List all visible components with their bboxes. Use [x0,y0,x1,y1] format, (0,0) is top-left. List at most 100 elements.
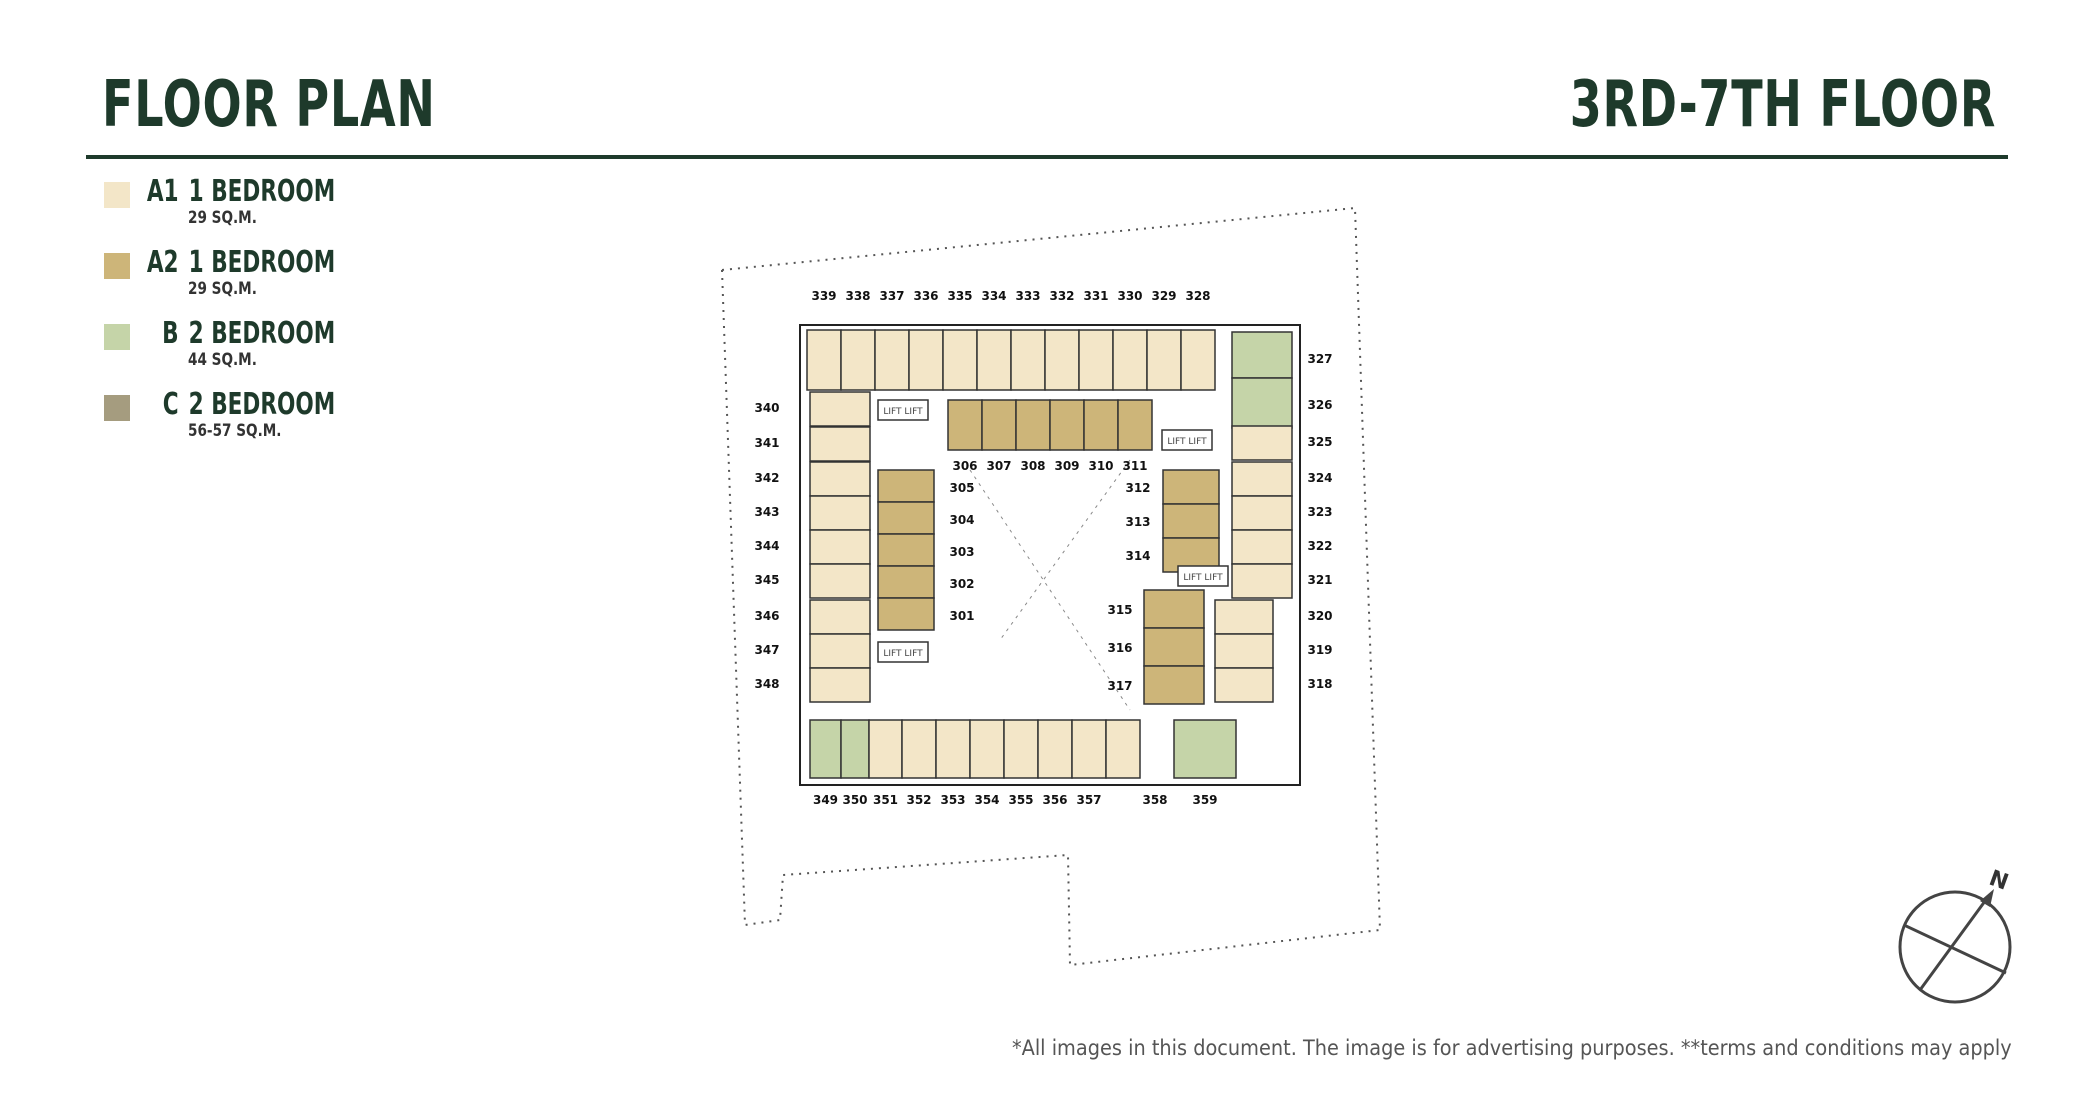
unit-310 [1083,399,1119,451]
unit-number-311: 311 [1122,459,1147,473]
unit-346 [809,599,871,635]
unit-number-348: 348 [754,677,779,691]
unit-number-323: 323 [1307,505,1332,519]
unit-359 [1173,719,1237,779]
unit-312 [1162,469,1220,505]
unit-number-357: 357 [1076,793,1101,807]
page-title: FLOOR PLAN [102,68,436,142]
unit-328 [1180,329,1216,391]
disclaimer-text: *All images in this document. The image … [1012,1036,2012,1060]
legend-area: 56-57 SQ.M. [188,421,282,441]
legend-label: 2 BEDROOM [188,387,336,422]
unit-332 [1044,329,1080,391]
unit-number-319: 319 [1307,643,1332,657]
unit-330 [1112,329,1148,391]
legend-code: B [162,316,179,351]
unit-number-340: 340 [754,401,779,415]
unit-number-310: 310 [1088,459,1113,473]
unit-number-355: 355 [1008,793,1033,807]
unit-number-307: 307 [986,459,1011,473]
unit-318 [1214,667,1274,703]
floor-range-title: 3RD-7TH FLOOR [1569,68,1996,142]
unit-331 [1078,329,1114,391]
unit-number-320: 320 [1307,609,1332,623]
unit-329 [1146,329,1182,391]
unit-336 [908,329,944,391]
unit-number-302: 302 [949,577,974,591]
unit-number-359: 359 [1192,793,1217,807]
unit-number-334: 334 [981,289,1006,303]
unit-322 [1231,529,1293,565]
unit-number-317: 317 [1107,679,1132,693]
unit-345 [809,563,871,599]
unit-number-322: 322 [1307,539,1332,553]
unit-number-349: 349 [813,793,838,807]
unit-323 [1231,495,1293,531]
unit-number-356: 356 [1042,793,1067,807]
unit-number-325: 325 [1307,435,1332,449]
unit-number-335: 335 [947,289,972,303]
unit-number-341: 341 [754,436,779,450]
unit-347 [809,633,871,669]
lift-label: LIFT LIFT [883,407,923,417]
legend-swatch-a1 [104,182,130,208]
legend-swatch-b [104,324,130,350]
unit-325 [1231,425,1293,461]
unit-number-305: 305 [949,481,974,495]
unit-number-316: 316 [1107,641,1132,655]
legend-swatch-a2 [104,253,130,279]
unit-343 [809,495,871,531]
unit-307 [981,399,1017,451]
unit-number-354: 354 [974,793,999,807]
north-compass-icon: N [1898,866,2012,1004]
unit-355 [1003,719,1039,779]
unit-number-347: 347 [754,643,779,657]
unit-334 [976,329,1012,391]
unit-308 [1015,399,1051,451]
unit-number-318: 318 [1307,677,1332,691]
unit-324 [1231,461,1293,497]
unit-number-326: 326 [1307,398,1332,412]
unit-number-350: 350 [842,793,867,807]
legend-area: 44 SQ.M. [188,350,257,370]
unit-number-314: 314 [1125,549,1150,563]
unit-306 [947,399,983,451]
lift-core [1177,565,1229,587]
unit-311 [1117,399,1153,451]
legend-swatch-c [104,395,130,421]
legend-label: 1 BEDROOM [188,245,336,280]
unit-number-306: 306 [952,459,977,473]
unit-number-309: 309 [1054,459,1079,473]
unit-number-313: 313 [1125,515,1150,529]
unit-number-351: 351 [873,793,898,807]
legend-area: 29 SQ.M. [188,279,257,299]
unit-356 [1037,719,1073,779]
unit-number-345: 345 [754,573,779,587]
unit-number-358: 358 [1142,793,1167,807]
unit-number-337: 337 [879,289,904,303]
unit-342 [809,461,871,497]
unit-353 [935,719,971,779]
legend-label: 1 BEDROOM [188,174,336,209]
unit-number-301: 301 [949,609,974,623]
unit-317 [1143,665,1205,705]
lift-label: LIFT LIFT [1183,573,1223,583]
unit-309 [1049,399,1085,451]
unit-340 [809,391,871,427]
lift-label: LIFT LIFT [1167,437,1207,447]
unit-351 [868,719,903,779]
unit-number-329: 329 [1151,289,1176,303]
lift-label: LIFT LIFT [883,649,923,659]
courtyard-line [999,459,1131,641]
unit-number-328: 328 [1185,289,1210,303]
unit-305 [877,469,935,503]
unit-320 [1214,599,1274,635]
unit-354 [969,719,1005,779]
unit-number-342: 342 [754,471,779,485]
unit-337 [874,329,910,391]
legend-code: A1 [146,174,179,209]
unit-333 [1010,329,1046,391]
lift-core [877,641,929,663]
unit-350 [840,719,870,779]
